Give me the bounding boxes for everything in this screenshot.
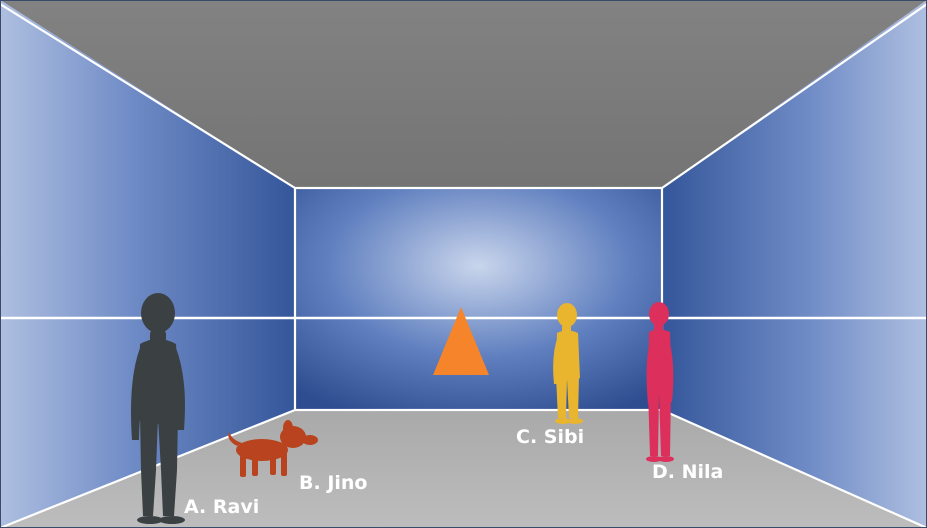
back-wall: [295, 188, 662, 410]
label-jino: B. Jino: [299, 472, 367, 494]
label-nila: D. Nila: [652, 461, 723, 483]
label-sibi: C. Sibi: [516, 426, 584, 448]
label-ravi: A. Ravi: [184, 496, 259, 518]
